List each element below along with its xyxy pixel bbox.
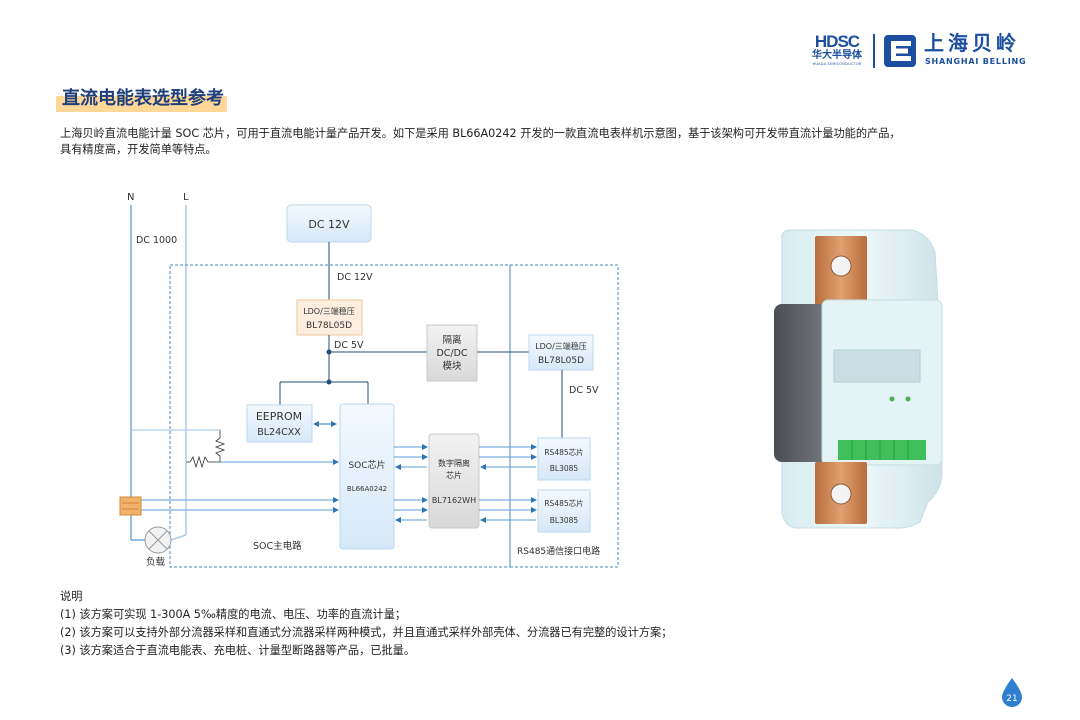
note-item: (2) 该方案可以支持外部分流器采样和直通式分流器采样两种模式，并且直通式采样外… (60, 626, 673, 639)
soc-chip-box (339, 403, 395, 550)
hdsc-chinese-name: 华大半导体 (812, 50, 862, 61)
label-n: N (127, 192, 134, 203)
label-dc5v-right: DC 5V (569, 385, 599, 396)
eeprom-box (246, 404, 313, 443)
rs485-b-line2: BL3085 (550, 516, 579, 525)
hdsc-logo: HDSC 华大半导体 HUADA SEMICONDUCTOR (806, 33, 868, 67)
digital-isolator-line1: 数字隔离 (438, 458, 470, 468)
dc12v-box-label: DC 12V (308, 218, 350, 231)
isolation-dcdc-box (426, 324, 478, 382)
rs485-a-line2: BL3085 (550, 464, 579, 473)
notes-heading: 说明 (60, 590, 83, 603)
hdsc-mark: HDSC (814, 32, 860, 51)
page-number-badge: 21 (1000, 677, 1024, 707)
ldo-right-line1: LDO/三端稳压 (535, 341, 587, 351)
hdsc-english-name: HUADA SEMICONDUCTOR (812, 62, 862, 66)
intro-line: 上海贝岭直流电能计量 SOC 芯片，可用于直流电能计量产品开发。如下是采用 BL… (60, 127, 901, 140)
shunt-resistor (119, 496, 142, 516)
logo-divider (873, 34, 875, 68)
note-item: (3) 该方案适合于直流电能表、充电桩、计量型断路器等产品，已批量。 (60, 644, 416, 657)
belling-english-name: SHANGHAI BELLING (925, 57, 1027, 66)
page-title: 直流电能表选型参考 (62, 88, 224, 109)
ldo-left-line2: BL78L05D (306, 321, 352, 331)
rs485-a-line1: RS485芯片 (544, 447, 583, 457)
label-soc-main-circuit: SOC主电路 (253, 540, 302, 552)
title-highlight (56, 96, 227, 112)
label-dc12v: DC 12V (337, 272, 373, 283)
rs485-chip-b-box (537, 489, 591, 533)
isolation-line1: 隔离 (442, 334, 461, 346)
ldo-left-line1: LDO/三端稳压 (303, 306, 355, 316)
eeprom-line1: EEPROM (256, 410, 302, 423)
note-item: (1) 该方案可实现 1-300A 5‰精度的电流、电压、功率的直流计量； (60, 608, 407, 621)
ldo-left-box (296, 299, 363, 336)
notes-section: 说明 (1) 该方案可实现 1-300A 5‰精度的电流、电压、功率的直流计量；… (60, 588, 672, 660)
belling-logo-icon (883, 34, 917, 68)
label-load: 负载 (146, 556, 166, 568)
intro-line: 具有精度高，开发简单等特点。 (60, 143, 217, 156)
eeprom-line2: BL24CXX (257, 427, 301, 438)
belling-chinese-name: 上海贝岭 (924, 31, 1020, 55)
page-number: 21 (1006, 694, 1017, 704)
label-rs485-circuit: RS485通信接口电路 (517, 545, 600, 557)
isolation-line2: DC/DC (436, 348, 467, 359)
intro-paragraph: 上海贝岭直流电能计量 SOC 芯片，可用于直流电能计量产品开发。如下是采用 BL… (60, 126, 1020, 158)
rs485-chip-a-box (537, 437, 591, 481)
digital-isolator-box (428, 433, 480, 529)
label-l: L (183, 192, 189, 203)
soc-chip-line2: BL66A0242 (347, 485, 387, 493)
ldo-right-box (528, 334, 594, 371)
digital-isolator-line2: 芯片 (446, 470, 462, 480)
label-dc1000: DC 1000 (136, 235, 177, 246)
digital-isolator-line3: BL7162WH (432, 496, 476, 505)
ldo-right-line2: BL78L05D (538, 356, 584, 366)
block-diagram: N L DC 1000 DC 12V DC 12V LDO/三端稳压 BL78L… (100, 182, 640, 580)
dc-meter-product-image (760, 222, 960, 534)
soc-chip-line1: SOC芯片 (348, 459, 385, 471)
label-dc5v-left: DC 5V (334, 340, 364, 351)
isolation-line3: 模块 (442, 360, 462, 372)
rs485-b-line1: RS485芯片 (544, 498, 583, 508)
